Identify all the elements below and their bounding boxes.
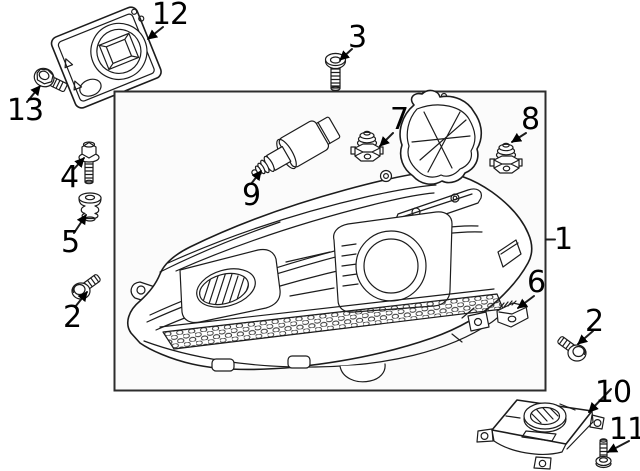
part-9-bulb-socket-drawing — [251, 116, 341, 176]
part-13-bolt-drawing — [33, 67, 68, 93]
dust-cap-drawing — [399, 89, 483, 185]
callout-10: 10 — [594, 375, 632, 410]
part-11-screw-drawing — [595, 438, 612, 469]
callout-6: 6 — [526, 265, 546, 300]
callout-9: 9 — [241, 178, 261, 213]
callout-11: 11 — [608, 412, 640, 447]
part-2-screw-left-drawing — [71, 273, 102, 300]
headlight-assembly-drawing — [127, 169, 533, 383]
part-10-control-module-drawing — [476, 399, 605, 470]
callout-5: 5 — [60, 225, 80, 260]
callout-leader-lines — [26, 26, 630, 453]
part-12-control-module-drawing — [50, 6, 162, 109]
callout-3: 3 — [347, 20, 367, 55]
callout-7: 7 — [389, 102, 409, 137]
callout-12: 12 — [151, 0, 189, 32]
callout-1: 1 — [553, 222, 573, 257]
part-5-grommet-drawing — [78, 192, 102, 222]
part-4-bolt-drawing — [78, 141, 100, 185]
callout-8: 8 — [520, 102, 540, 137]
part-6-clip-bracket-drawing — [496, 300, 529, 328]
callout-2-left: 2 — [62, 300, 82, 335]
callout-4: 4 — [59, 160, 79, 195]
callout-13: 13 — [6, 93, 44, 128]
callout-2-right: 2 — [584, 304, 604, 339]
